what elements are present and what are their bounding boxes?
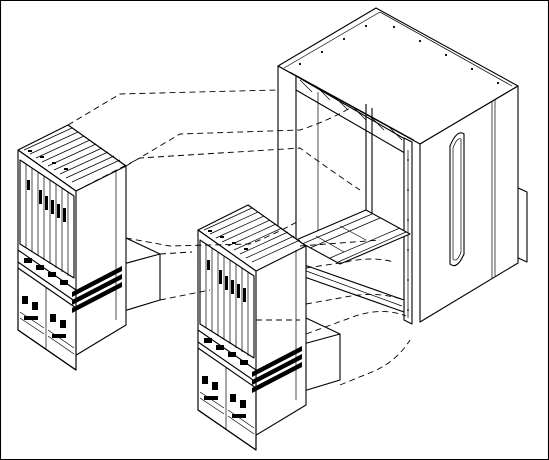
cabinet-handle-slot [449, 132, 465, 267]
cabinet-floor-rails [295, 209, 411, 265]
server-chassis-icon [17, 124, 161, 371]
cabinet-side-panel [419, 85, 519, 323]
rack-cabinet-icon [277, 7, 528, 325]
dashed-guide-lines-icon [67, 89, 411, 386]
